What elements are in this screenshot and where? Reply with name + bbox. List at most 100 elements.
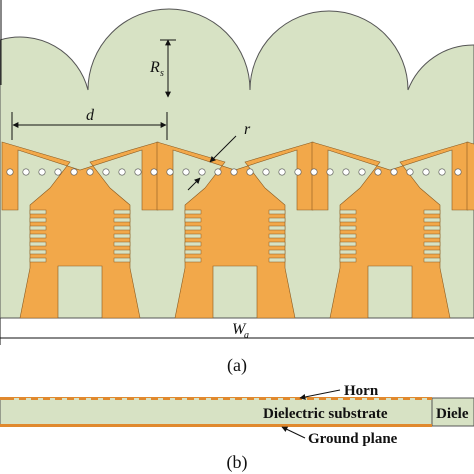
via-hole (230, 168, 238, 176)
via-hole (118, 168, 126, 176)
ground-label: Ground plane (308, 431, 398, 447)
horn-slot-dash (110, 398, 115, 400)
horn-slot-dash (38, 398, 43, 400)
rs-dimension: R s (149, 39, 176, 98)
via-hole (422, 168, 430, 176)
meander-slot (29, 241, 47, 247)
wa-label: W (232, 321, 247, 338)
meander-slot (339, 241, 357, 247)
horn-slot-dash (62, 398, 67, 400)
horn-label: Horn (344, 383, 379, 399)
horn-slot-dash (194, 398, 199, 400)
r-label: r (244, 121, 251, 138)
via-hole (134, 168, 142, 176)
via-hole (438, 168, 446, 176)
meander-slot (339, 225, 357, 231)
horn-element-4 (466, 141, 474, 211)
r-pointer: r (187, 121, 251, 191)
rs-label: R (149, 59, 160, 76)
via-hole (54, 168, 62, 176)
meander-slot (184, 241, 202, 247)
rs-subscript: s (160, 68, 164, 79)
meander-slot (268, 217, 286, 223)
via-hole (278, 168, 286, 176)
horn-slot-dash (374, 398, 379, 400)
via-hole (22, 168, 30, 176)
horn-slot-dash (326, 398, 331, 400)
meander-slot (29, 257, 47, 263)
meander-slot (184, 209, 202, 215)
horn-slot-dash (338, 398, 343, 400)
via-hole (374, 168, 382, 176)
meander-slot (423, 257, 441, 263)
meander-slot (339, 257, 357, 263)
meander-slot (339, 217, 357, 223)
meander-slot (423, 241, 441, 247)
horn-slot-dash (314, 398, 319, 400)
wa-subscript: a (244, 330, 249, 341)
cross-section: Horn Dielectric substrate Diele Ground p… (0, 383, 474, 447)
meander-slot (184, 233, 202, 239)
meander-slot (29, 249, 47, 255)
horn-slot-dash (422, 398, 427, 400)
horn-slot-dash (230, 398, 235, 400)
meander-slots (29, 209, 441, 263)
meander-slot (113, 225, 131, 231)
meander-slot (339, 233, 357, 239)
horn-layer (0, 397, 432, 400)
horn-slot-dash (386, 398, 391, 400)
horn-slot-dash (86, 398, 91, 400)
via-hole (166, 168, 174, 176)
horn-slot-dash (278, 398, 283, 400)
meander-slot (268, 209, 286, 215)
horn-slot-dash (254, 398, 259, 400)
via-hole (102, 168, 110, 176)
via-hole (326, 168, 334, 176)
d-label: d (86, 107, 95, 124)
via-hole (454, 168, 462, 176)
meander-slot (113, 233, 131, 239)
via-hole (406, 168, 414, 176)
wa-dimension: W a (0, 318, 474, 345)
horn-slot-dash (158, 398, 163, 400)
horn-slot-dash (302, 398, 307, 400)
d-dimension: d (11, 107, 168, 140)
via-hole (390, 168, 398, 176)
via-hole (6, 168, 14, 176)
meander-slot (29, 233, 47, 239)
via-hole (214, 168, 222, 176)
via-hole (262, 168, 270, 176)
meander-slot (268, 257, 286, 263)
via-hole (294, 168, 302, 176)
horn-slot-dash (122, 398, 127, 400)
horn-slot-dash (362, 398, 367, 400)
meander-slot (339, 249, 357, 255)
horn-slot-dash (170, 398, 175, 400)
via-hole (70, 168, 78, 176)
meander-slot (423, 225, 441, 231)
substrate-layer-adjacent (431, 397, 474, 427)
via-hole (246, 168, 254, 176)
substrate-label-cut: Diele (436, 406, 469, 422)
caption-b: (b) (227, 452, 248, 473)
horn-slot-dash (266, 398, 271, 400)
horn-slot-dash (146, 398, 151, 400)
meander-slot (184, 225, 202, 231)
caption-a: (a) (227, 355, 247, 376)
meander-slot (113, 257, 131, 263)
meander-slot (423, 249, 441, 255)
meander-slot (268, 233, 286, 239)
horn-slot-dash (182, 398, 187, 400)
meander-slot (423, 209, 441, 215)
horn-slot-dash (242, 398, 247, 400)
via-row (6, 168, 462, 176)
horn-slot-dash (74, 398, 79, 400)
via-hole (38, 168, 46, 176)
meander-slot (113, 249, 131, 255)
horn-slot-dash (206, 398, 211, 400)
meander-slot (184, 249, 202, 255)
horn-slot-dash (98, 398, 103, 400)
meander-slot (268, 241, 286, 247)
horn-slot-dash (218, 398, 223, 400)
